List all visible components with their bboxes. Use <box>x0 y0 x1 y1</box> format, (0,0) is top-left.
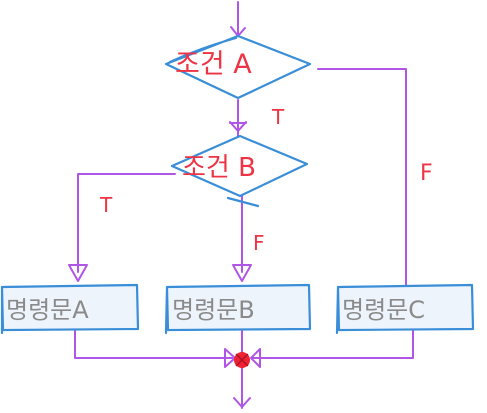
edge-a-true-label: T <box>271 105 285 129</box>
edge-a-to-b <box>229 99 247 138</box>
statement-a: 명령문A <box>0 283 140 335</box>
edge-statement-a-to-merge <box>74 330 236 368</box>
decision-a: 조건 A <box>164 34 312 100</box>
statement-a-box <box>2 286 137 328</box>
edge-b-true-to-statement-a <box>68 173 176 282</box>
decision-b-shape <box>170 134 309 208</box>
statement-b: 명령문B <box>164 283 312 335</box>
edge-b-false-label: F <box>253 231 265 255</box>
statement-c-label: 명령문C <box>342 296 425 324</box>
statement-b-label: 명령문B <box>172 296 255 324</box>
edge-b-true-label: T <box>99 193 113 217</box>
merge-point <box>234 352 250 368</box>
edge-a-false-to-statement-c <box>317 68 407 287</box>
statement-b-box <box>167 286 309 328</box>
statement-c-box <box>338 286 472 328</box>
decision-b-label: 조건 B <box>182 153 256 183</box>
edge-b-false-to-statement-b <box>232 195 252 282</box>
decision-a-label: 조건 A <box>175 49 252 80</box>
exit-arrow <box>233 365 251 409</box>
edge-a-false-label: F <box>420 161 433 186</box>
edge-statement-c-to-merge <box>250 330 414 368</box>
statement-c: 명령문C <box>335 283 475 335</box>
statement-a-label: 명령문A <box>6 296 89 324</box>
decision-b: 조건 B <box>170 134 309 208</box>
decision-a-shape <box>164 34 312 100</box>
entry-arrow <box>230 1 246 37</box>
